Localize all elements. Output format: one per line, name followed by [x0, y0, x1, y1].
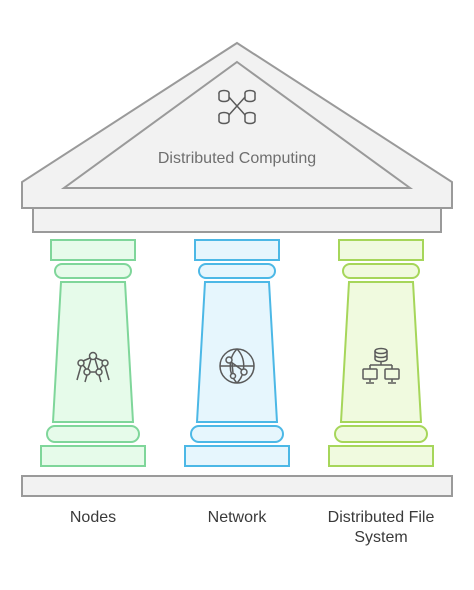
pillar-base-ring	[334, 425, 428, 443]
pillar-base-ring	[190, 425, 284, 443]
pillar-ring	[342, 263, 420, 279]
pillar-1	[40, 239, 146, 467]
roof-title: Distributed Computing	[158, 150, 316, 167]
pillar-label-3: Distributed File System	[327, 509, 435, 546]
architrave	[32, 207, 442, 233]
pillar-base-ring	[46, 425, 140, 443]
pillar-2	[184, 239, 290, 467]
pillar-shaft	[339, 281, 423, 423]
pillar-plinth	[184, 445, 290, 467]
pillar-capital	[50, 239, 136, 261]
file-server-icon	[362, 347, 400, 384]
pillar-3	[328, 239, 434, 467]
pillar-capital	[194, 239, 280, 261]
pillar-label-1: Nodes	[69, 509, 117, 526]
globe-network-icon	[219, 348, 255, 384]
pillar-capital	[338, 239, 424, 261]
roof-inner	[60, 60, 414, 189]
network-nodes-icon	[76, 351, 110, 383]
pillar-ring	[54, 263, 132, 279]
pillar-label-2: Network	[207, 509, 267, 526]
database-network-icon	[218, 89, 256, 125]
pillar-plinth	[40, 445, 146, 467]
roof: Distributed Computing	[21, 41, 453, 233]
pillar-plinth	[328, 445, 434, 467]
pillars	[40, 239, 434, 467]
base-platform	[21, 475, 453, 497]
pillar-ring	[198, 263, 276, 279]
pillar-shaft	[195, 281, 279, 423]
